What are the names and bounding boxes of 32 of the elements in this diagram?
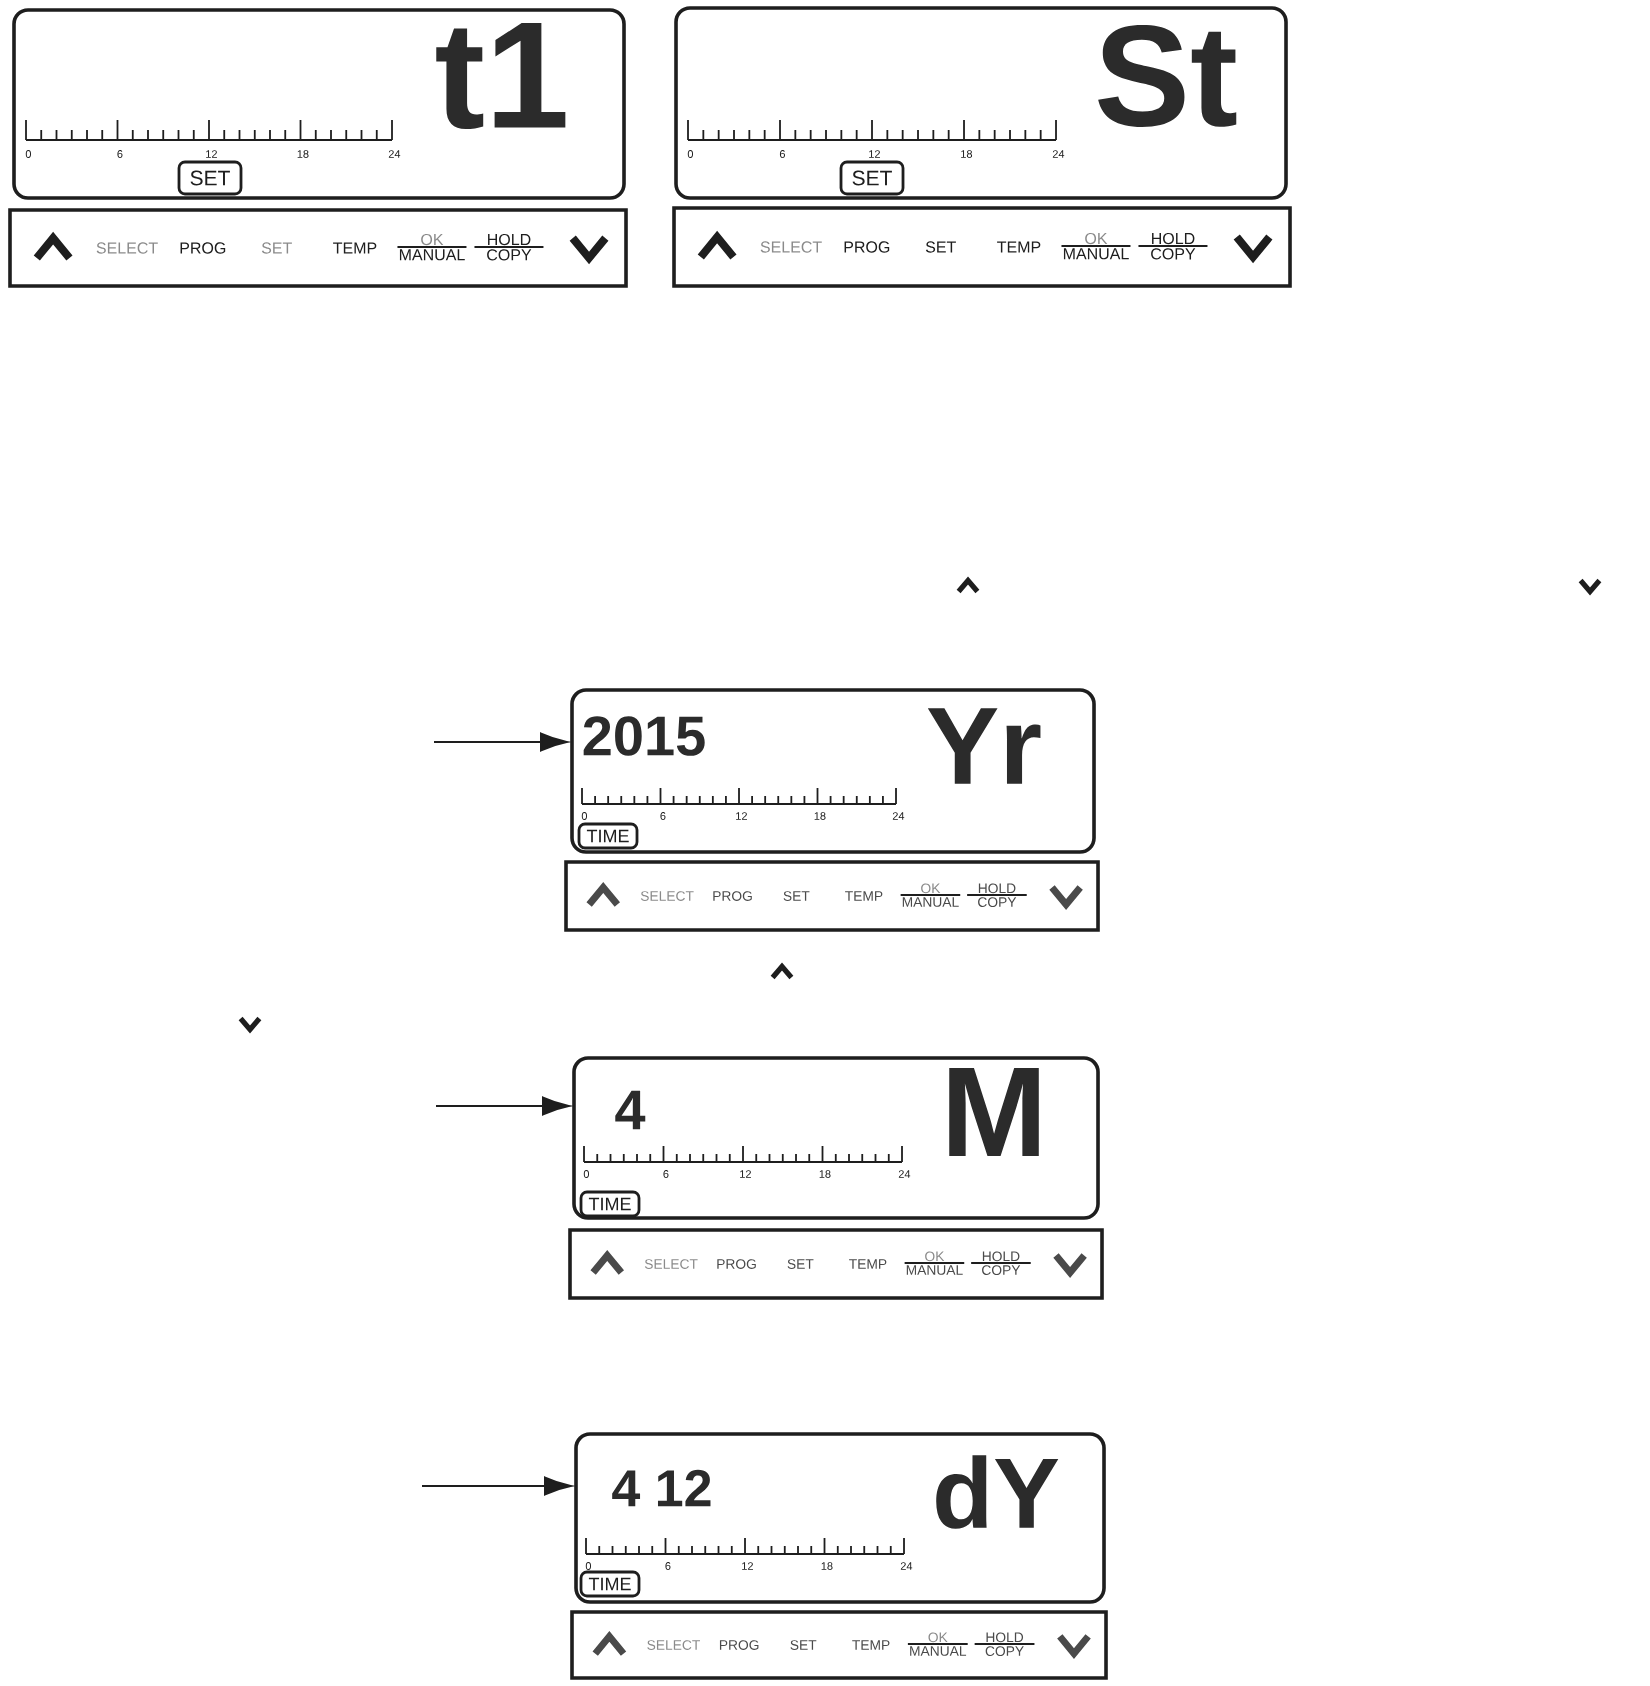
mode-badge: SET xyxy=(177,160,243,196)
lcd-readout: 2015 xyxy=(583,716,705,756)
mode-badge: TIME xyxy=(577,822,639,850)
key-label: COPY xyxy=(1151,248,1196,260)
mode-badge: TIME xyxy=(579,1570,641,1598)
lcd-readout: 4 xyxy=(615,1090,646,1130)
arrow xyxy=(434,732,568,752)
key-label: MANUAL xyxy=(399,249,465,261)
mode-badge: SET xyxy=(839,160,905,196)
key-label: TEMP xyxy=(333,242,377,254)
lcd-readout: M xyxy=(949,1067,1039,1157)
key-label: SET xyxy=(925,241,956,253)
key-label: HOLD xyxy=(1152,232,1195,245)
key-label: HOLD xyxy=(488,233,531,246)
key-label: OK xyxy=(1085,232,1108,245)
lcd-readout: St xyxy=(1098,25,1237,127)
key-label: COPY xyxy=(487,249,532,261)
key-label: MANUAL xyxy=(1063,248,1129,260)
key-label: SELECT xyxy=(760,241,822,253)
key-label: OK xyxy=(421,233,444,246)
lcd-readout: dY xyxy=(936,1455,1059,1529)
lcd-readout: t1 xyxy=(436,23,566,129)
mode-badge: TIME xyxy=(579,1190,641,1218)
lcd-readout: Yr xyxy=(927,708,1041,784)
key-label: PROG xyxy=(180,242,226,254)
arrow xyxy=(436,1096,570,1116)
key-label: SET xyxy=(261,242,292,254)
key-label: SELECT xyxy=(96,242,158,254)
key-label: PROG xyxy=(844,241,890,253)
key-label: TEMP xyxy=(997,241,1041,253)
arrow xyxy=(422,1476,572,1496)
lcd-readout: 4 12 xyxy=(612,1469,711,1507)
